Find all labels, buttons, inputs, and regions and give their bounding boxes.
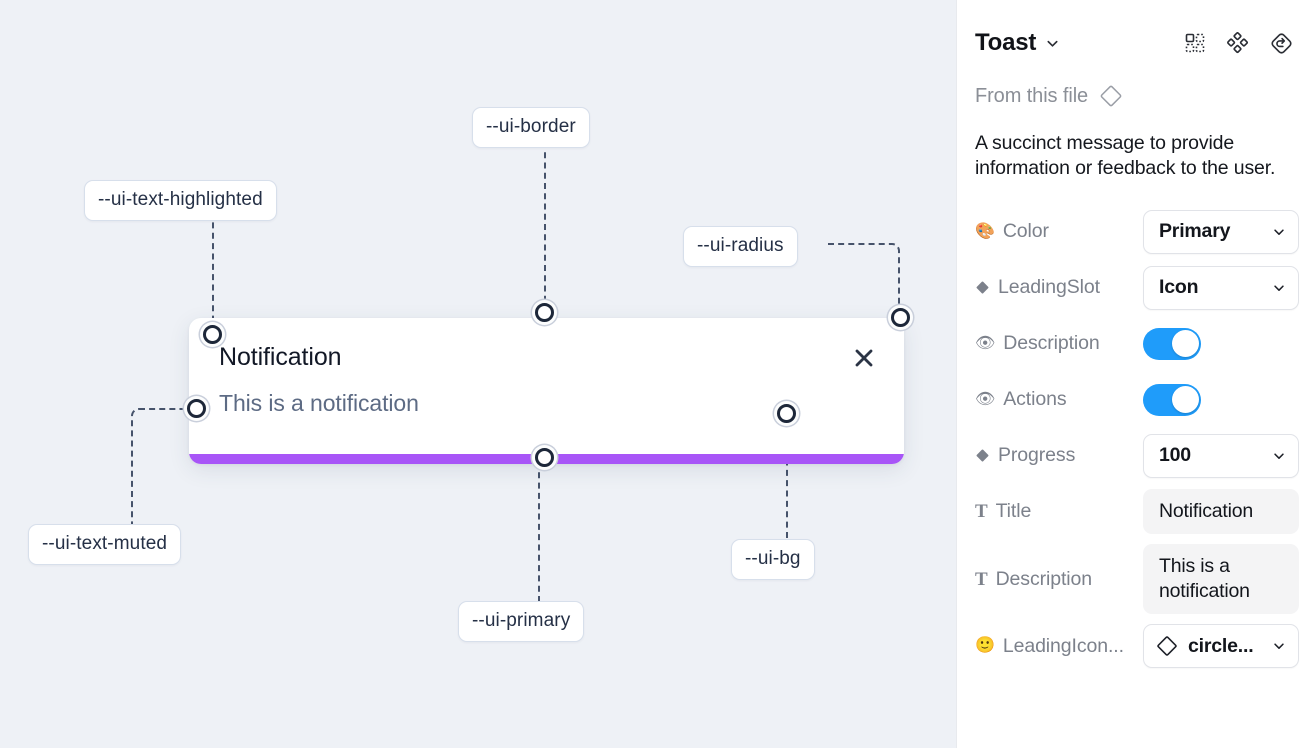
connector-ui-radius	[828, 243, 900, 317]
actions-toggle[interactable]	[1143, 383, 1201, 416]
anchor-handle-text-muted[interactable]	[187, 399, 206, 418]
property-label-text: Color	[1002, 220, 1049, 243]
property-label-description-text: T Description	[975, 568, 1143, 591]
component-icon[interactable]	[1184, 32, 1206, 54]
property-row-description-text: T Description This is a notification	[975, 543, 1299, 615]
properties-sidebar: Toast	[956, 0, 1312, 748]
smiley-emoji: 🙂	[975, 637, 995, 655]
chevron-down-icon[interactable]	[1045, 36, 1060, 51]
toast-body: Notification This is a notification	[189, 318, 904, 464]
chevron-down-icon	[1272, 225, 1286, 239]
page-title: Toast	[975, 29, 1037, 56]
leadingicon-select-value: circle...	[1188, 634, 1254, 657]
color-select[interactable]: Primary	[1143, 209, 1299, 254]
eye-emoji: 👁	[975, 334, 996, 352]
property-label-actions: 👁 Actions	[975, 388, 1143, 411]
toast-title: Notification	[219, 343, 342, 371]
connector-ui-text-highlighted	[212, 212, 214, 332]
close-x-icon[interactable]	[851, 345, 877, 371]
annotation-pill-ui-text-highlighted[interactable]: --ui-text-highlighted	[84, 180, 277, 221]
property-control-color: Primary	[1143, 209, 1299, 254]
from-this-file-label: From this file	[975, 84, 1089, 107]
design-canvas[interactable]: Notification This is a notification --ui…	[0, 0, 956, 748]
chevron-down-icon	[1272, 639, 1286, 653]
toggle-knob	[1171, 330, 1199, 358]
chevron-down-icon	[1272, 449, 1286, 463]
sidebar-header: Toast	[975, 0, 1294, 62]
eye-emoji: 👁	[975, 390, 996, 408]
annotation-pill-ui-primary[interactable]: --ui-primary	[458, 601, 585, 642]
description-input[interactable]: This is a notification	[1143, 543, 1299, 615]
from-this-file-row[interactable]: From this file	[975, 83, 1294, 109]
property-label-text: LeadingSlot	[998, 276, 1100, 299]
component-description: A succinct message to provide informatio…	[975, 132, 1276, 180]
toast-description: This is a notification	[219, 389, 419, 416]
annotation-pill-ui-radius[interactable]: --ui-radius	[683, 226, 798, 267]
anchor-handle-border[interactable]	[535, 303, 554, 322]
palette-emoji: 🎨	[975, 222, 995, 240]
property-row-description-toggle: 👁 Description	[975, 320, 1294, 368]
property-label-description: 👁 Description	[975, 332, 1143, 355]
leadingicon-select[interactable]: circle...	[1143, 624, 1299, 669]
diamond-filled-icon	[975, 448, 990, 463]
progress-select[interactable]: 100	[1143, 433, 1299, 478]
property-control-title: Notification	[1143, 489, 1299, 535]
property-label-leadingslot: LeadingSlot	[975, 276, 1143, 299]
toast-component-preview[interactable]: Notification This is a notification	[189, 318, 904, 464]
property-control-description-text: This is a notification	[1143, 543, 1299, 615]
property-control-progress: 100	[1143, 433, 1299, 478]
property-label-text: Description	[995, 567, 1093, 590]
connector-ui-border	[544, 142, 546, 312]
property-row-actions-toggle: 👁 Actions	[975, 376, 1294, 424]
property-label-text: Description	[1003, 332, 1100, 355]
property-label-text: Actions	[1003, 388, 1067, 411]
leadingslot-select-value: Icon	[1159, 276, 1199, 299]
leadingslot-select[interactable]: Icon	[1143, 265, 1299, 310]
property-control-leadingslot: Icon	[1143, 265, 1299, 310]
property-row-progress: Progress 100	[975, 432, 1299, 480]
toggle-knob	[1171, 386, 1199, 414]
property-label-text: LeadingIcon...	[1002, 634, 1124, 657]
property-label-color: 🎨 Color	[975, 220, 1143, 243]
component-set-icon[interactable]	[1226, 31, 1249, 55]
anchor-handle-primary[interactable]	[535, 448, 554, 467]
description-toggle[interactable]	[1143, 327, 1201, 360]
sidebar-header-icon-group	[1184, 31, 1294, 56]
anchor-handle-bg[interactable]	[777, 404, 796, 423]
annotation-pill-ui-text-muted[interactable]: --ui-text-muted	[28, 524, 182, 565]
connector-ui-primary	[538, 462, 540, 602]
property-control-description	[1143, 327, 1294, 360]
property-label-title: T Title	[975, 500, 1143, 523]
properties-list: 🎨 Color Primary	[975, 208, 1299, 671]
color-select-value: Primary	[1159, 220, 1231, 243]
chevron-down-icon	[1272, 281, 1286, 295]
diamond-filled-icon	[975, 280, 990, 295]
annotation-pill-ui-bg[interactable]: --ui-bg	[731, 539, 815, 580]
anchor-handle-text-highlighted[interactable]	[203, 325, 222, 344]
property-label-text: Progress	[998, 444, 1076, 467]
text-type-icon: T	[975, 501, 988, 523]
property-row-title: T Title Notification	[975, 488, 1299, 536]
anchor-handle-radius[interactable]	[891, 308, 910, 327]
text-type-icon: T	[975, 568, 988, 590]
property-row-color: 🎨 Color Primary	[975, 208, 1299, 256]
diamond-icon	[1098, 83, 1124, 109]
reset-instance-icon[interactable]	[1269, 31, 1294, 56]
diamond-icon	[1155, 634, 1179, 658]
connector-ui-text-muted	[131, 408, 196, 524]
property-control-actions	[1143, 383, 1294, 416]
annotation-pill-ui-border[interactable]: --ui-border	[472, 107, 590, 148]
property-row-leadingicon: 🙂 LeadingIcon... circle...	[975, 622, 1299, 670]
property-label-text: Title	[995, 500, 1032, 523]
property-label-progress: Progress	[975, 444, 1143, 467]
progress-select-value: 100	[1159, 444, 1191, 467]
property-label-leadingicon: 🙂 LeadingIcon...	[975, 635, 1143, 658]
property-control-leadingicon: circle...	[1143, 624, 1299, 669]
property-row-leadingslot: LeadingSlot Icon	[975, 264, 1299, 312]
title-input[interactable]: Notification	[1143, 489, 1299, 535]
